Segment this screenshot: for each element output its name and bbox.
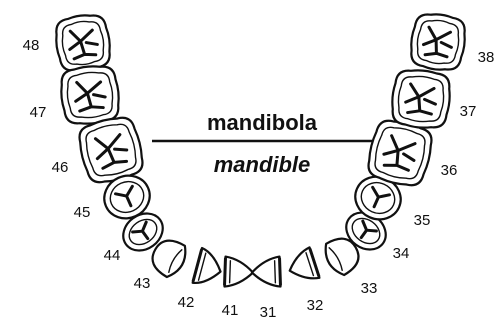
tooth-label-36: 36 [441,162,458,179]
tooth-label-37: 37 [460,103,477,120]
tooth-38 [408,11,468,73]
tooth-label-33: 33 [361,280,378,297]
tooth-32 [285,247,320,285]
tooth-label-42: 42 [178,294,195,311]
tooth-41 [224,257,253,288]
tooth-48 [53,12,113,74]
tooth-label-41: 41 [222,302,239,319]
tooth-label-43: 43 [134,275,151,292]
tooth-label-35: 35 [414,212,431,229]
diagram-subtitle: mandible [214,152,311,177]
tooth-31 [251,257,280,288]
tooth-label-44: 44 [104,247,121,264]
tooth-37 [390,68,453,131]
tooth-label-46: 46 [52,159,69,176]
tooth-label-38: 38 [478,49,495,66]
diagram-title: mandibola [207,110,318,135]
tooth-label-34: 34 [393,245,410,262]
tooth-label-47: 47 [30,104,47,121]
tooth-47 [59,64,122,127]
tooth-label-45: 45 [74,204,91,221]
tooth-42 [193,248,225,289]
tooth-label-32: 32 [307,297,324,314]
tooth-label-31: 31 [260,304,277,320]
tooth-label-48: 48 [23,37,40,54]
